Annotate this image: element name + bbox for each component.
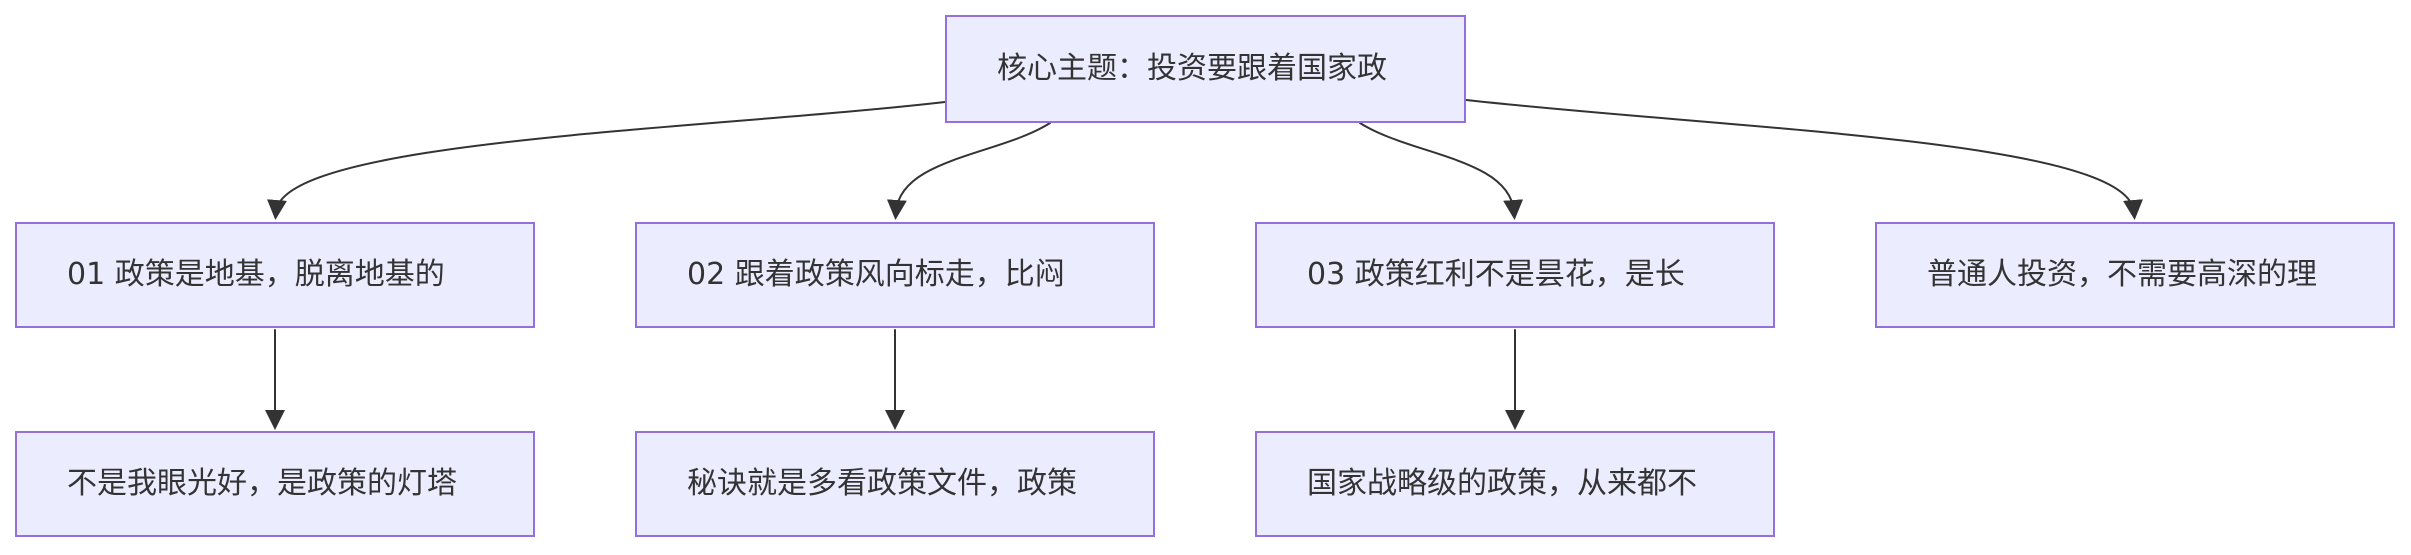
node-branch-03-label: 03 政策红利不是昙花，是长 xyxy=(1307,257,1685,292)
node-root-topic: 核心主题：投资要跟着国家政 xyxy=(945,15,1466,123)
node-branch-02: 02 跟着政策风向标走，比闷 xyxy=(635,222,1155,328)
node-branch-02-label: 02 跟着政策风向标走，比闷 xyxy=(687,257,1065,292)
node-branch-03: 03 政策红利不是昙花，是长 xyxy=(1255,222,1775,328)
edge-root-to-branch4 xyxy=(1465,99,2143,220)
node-root-topic-label: 核心主题：投资要跟着国家政 xyxy=(997,51,1387,86)
node-leaf-national-strategy-label: 国家战略级的政策，从来都不 xyxy=(1307,466,1697,501)
edge-root-to-branch1 xyxy=(267,101,946,220)
node-leaf-lighthouse-label: 不是我眼光好，是政策的灯塔 xyxy=(67,466,457,501)
node-branch-ordinary-investor-label: 普通人投资，不需要高深的理 xyxy=(1927,257,2317,292)
edge-root-to-branch2 xyxy=(886,122,1051,220)
node-branch-ordinary-investor: 普通人投资，不需要高深的理 xyxy=(1875,222,2395,328)
node-leaf-lighthouse: 不是我眼光好，是政策的灯塔 xyxy=(15,431,535,537)
node-leaf-national-strategy: 国家战略级的政策，从来都不 xyxy=(1255,431,1775,537)
node-branch-01: 01 政策是地基，脱离地基的 xyxy=(15,222,535,328)
node-leaf-policy-documents: 秘诀就是多看政策文件，政策 xyxy=(635,431,1155,537)
edge-root-to-branch3 xyxy=(1359,122,1524,220)
node-leaf-policy-documents-label: 秘诀就是多看政策文件，政策 xyxy=(687,466,1077,501)
node-branch-01-label: 01 政策是地基，脱离地基的 xyxy=(67,257,445,292)
